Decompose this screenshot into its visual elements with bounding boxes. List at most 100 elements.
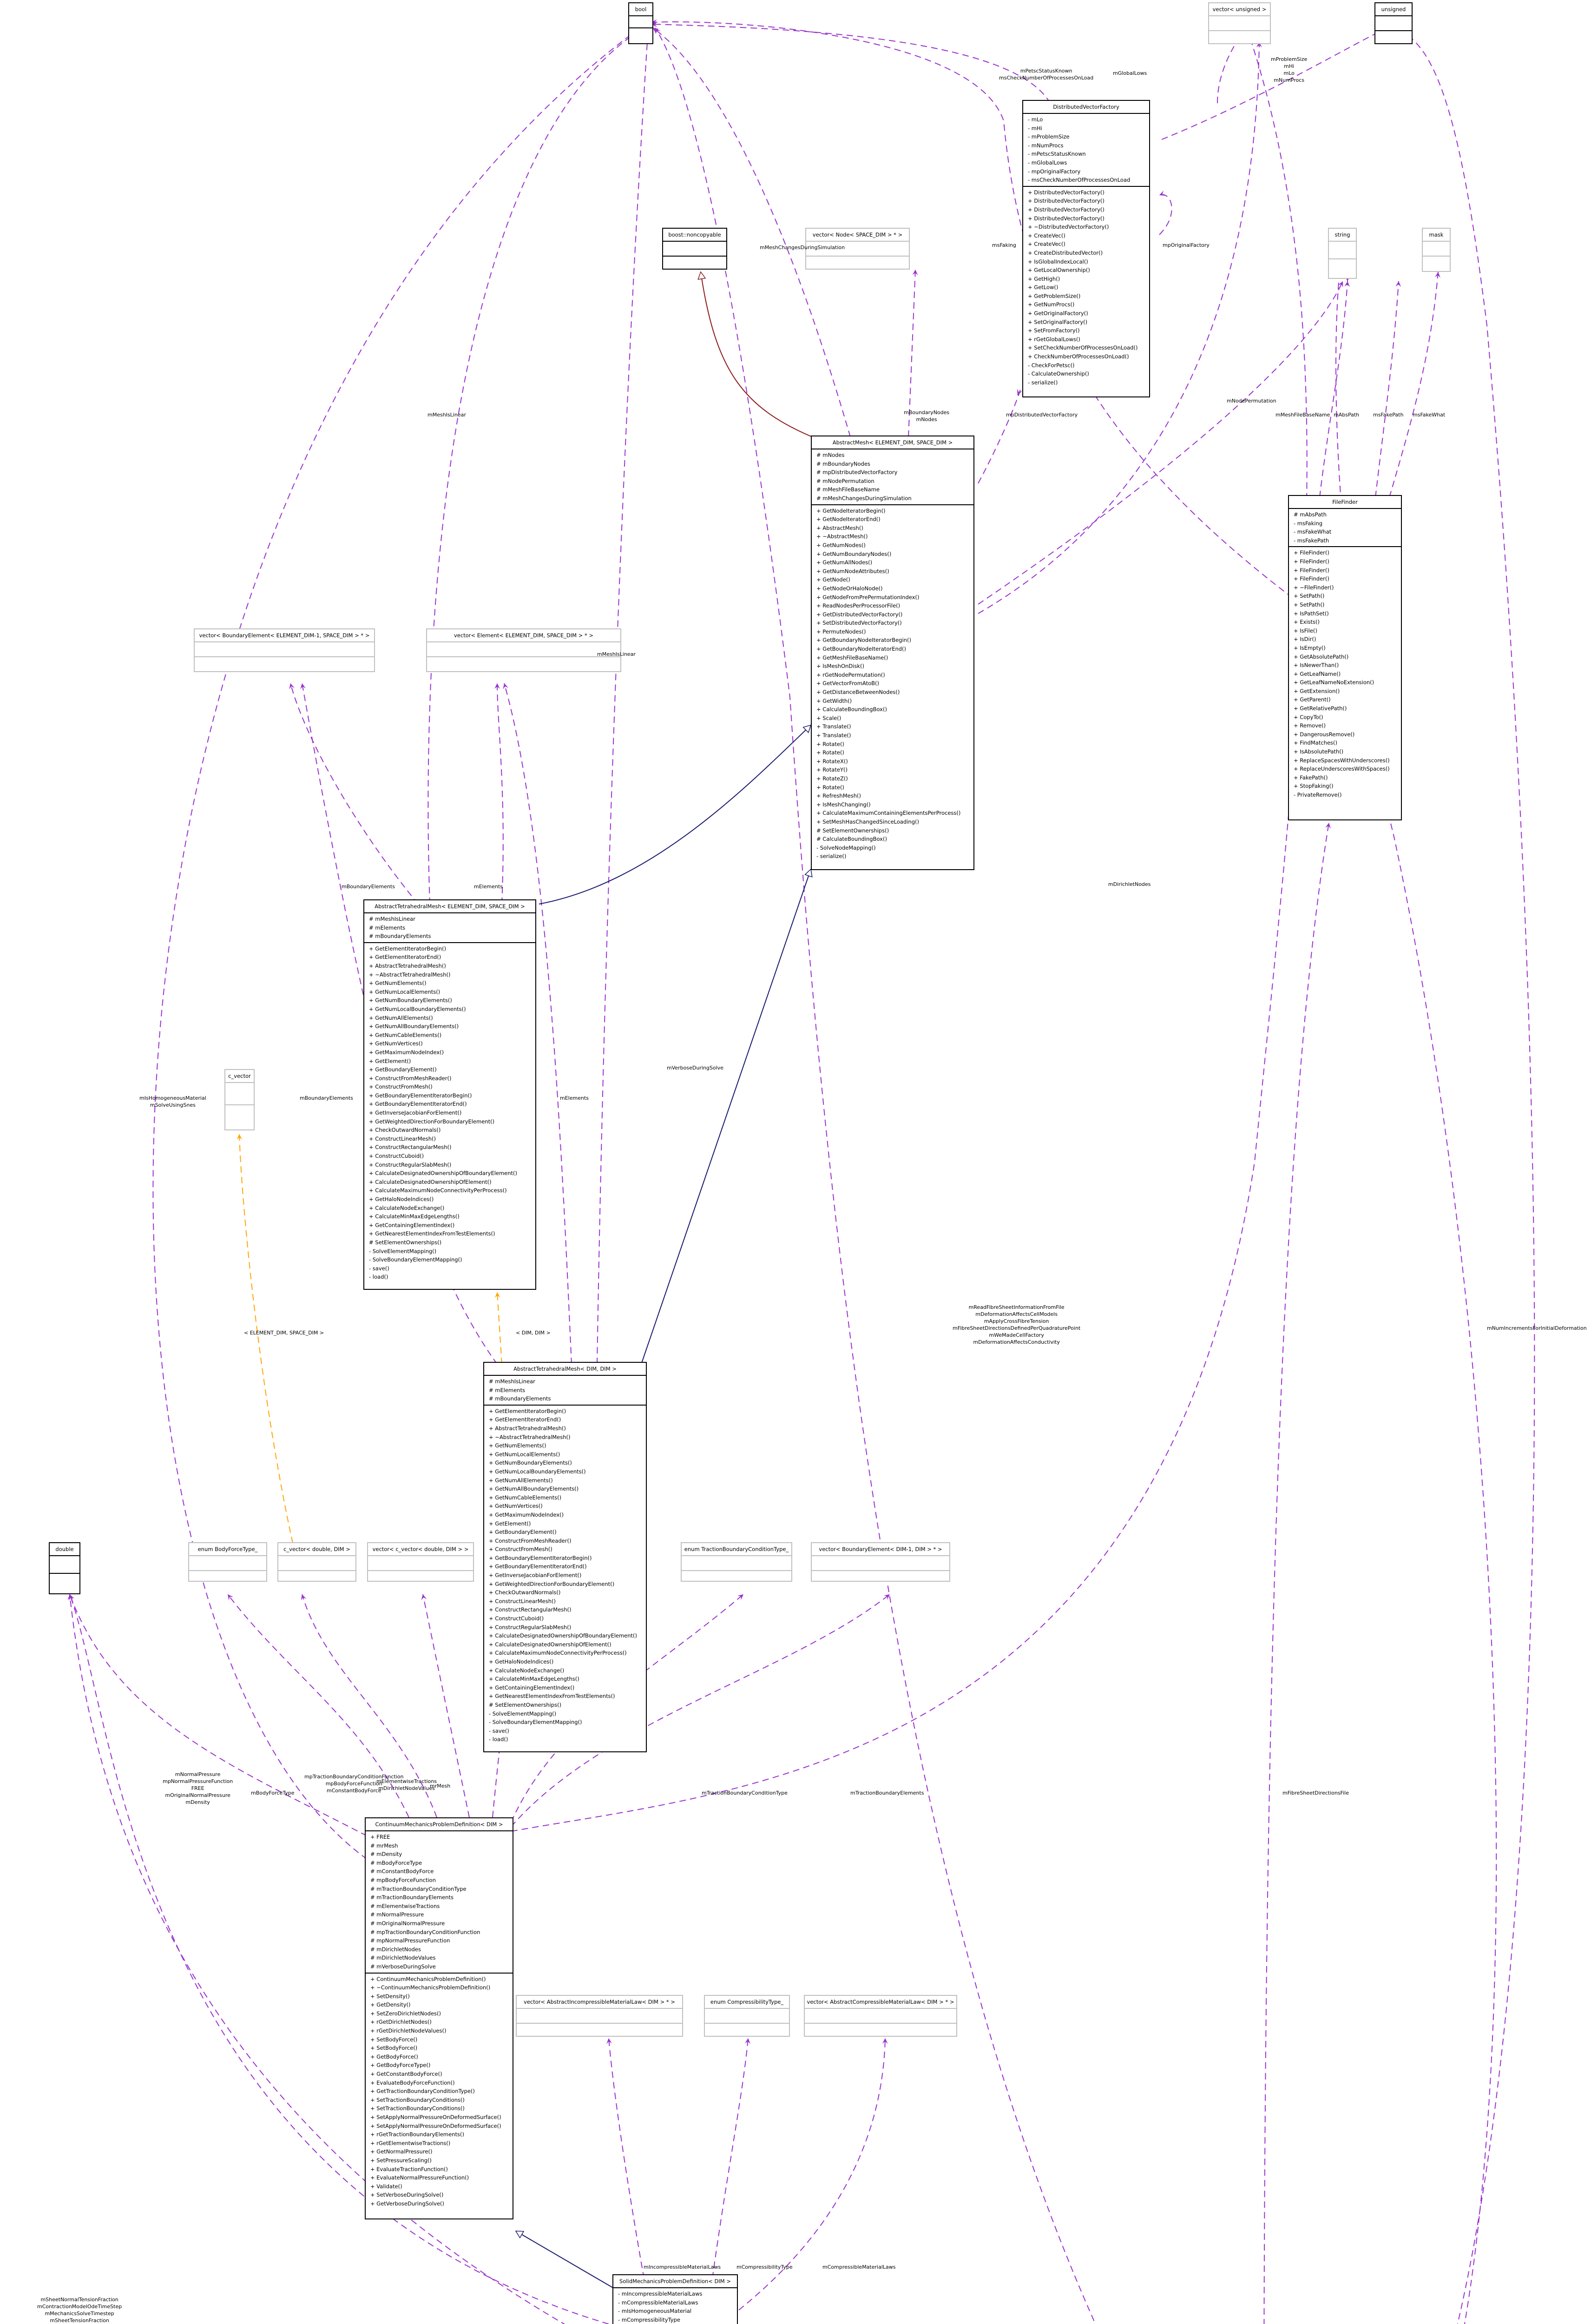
class-method: + GetVectorFromAtoB() [816,680,879,687]
class-attribute: # mElements [369,924,406,931]
methods-section [225,1105,254,1127]
edge-label: mElements [474,884,503,890]
attributes-section: - mIncompressibleMaterialLaws- mCompress… [613,2288,737,2324]
attributes-section [1209,16,1270,31]
edge-label: msFaking [992,242,1016,248]
class-method: + GetNormalPressure() [370,2148,433,2155]
class-attribute: # mBoundaryElements [489,1395,551,1402]
class-method: + GetBoundaryElement() [369,1066,437,1073]
class-method: + GetLeafName() [1294,670,1341,677]
class-attribute: # mMeshFileBaseName [816,486,880,493]
edge-label: mIsHomogeneousMaterial mSolveUsingSnes [139,1095,206,1108]
class-attribute: - mHi [1028,125,1042,132]
class-method: + IsGlobalIndexLocal() [1028,258,1088,265]
class-method: + ConstructLinearMesh() [489,1598,556,1604]
edge-label: mpOriginalFactory [1163,242,1210,248]
class-mask[interactable]: mask [1422,228,1451,272]
class-method: + ConstructLinearMesh() [369,1135,436,1142]
class-method: - load() [369,1274,388,1281]
class-method: + GetBodyForce() [370,2053,418,2060]
class-continuum-mechanics-problem-definition[interactable]: ContinuumMechanicsProblemDefinition< DIM… [365,1817,513,2219]
class-bool[interactable]: bool [628,2,653,44]
class-method: + GetNodeIteratorBegin() [816,507,886,514]
class-method: + SetMeshHasChangedSinceLoading() [816,818,919,825]
class-title: vector< AbstractCompressibleMaterialLaw<… [805,1996,956,2009]
class-vector-element[interactable]: vector< Element< ELEMENT_DIM, SPACE_DIM … [426,628,621,672]
class-vector-node[interactable]: vector< Node< SPACE_DIM > * > [805,228,910,270]
class-vector-boundary-element-dim[interactable]: vector< BoundaryElement< DIM-1, DIM > * … [811,1542,950,1582]
edge-label: mTractionBoundaryConditionType [702,1790,788,1796]
methods-section [517,2024,682,2038]
attributes-section [1329,242,1356,259]
class-string[interactable]: string [1328,228,1357,279]
class-abstract-mesh[interactable]: AbstractMesh< ELEMENT_DIM, SPACE_DIM > #… [811,436,974,870]
class-method: + CalculateMinMaxEdgeLengths() [369,1213,460,1220]
class-method: + Rotate() [816,784,844,791]
class-method: + GetNumProcs() [1028,301,1075,308]
class-method: + SetDistributedVectorFactory() [816,620,902,627]
class-method: + rGetTractionBoundaryElements() [370,2131,464,2138]
methods-section [805,2024,956,2038]
class-boost-noncopyable[interactable]: boost::noncopyable [662,228,727,270]
class-title: bool [629,3,652,16]
class-method: + DistributedVectorFactory() [1028,189,1104,196]
class-abstract-tetrahedral-mesh-dim[interactable]: AbstractTetrahedralMesh< DIM, DIM > # mM… [483,1362,647,1752]
class-unsigned[interactable]: unsigned [1374,2,1413,44]
class-vector-boundary-element[interactable]: vector< BoundaryElement< ELEMENT_DIM-1, … [194,628,375,672]
class-method: + FakePath() [1294,774,1328,781]
class-method: + RotateX() [816,758,848,765]
class-method: + CalculateMinMaxEdgeLengths() [489,1676,579,1683]
methods-section [1329,259,1356,276]
class-method: + GetLow() [1028,284,1058,291]
class-title: AbstractTetrahedralMesh< ELEMENT_DIM, SP… [364,900,535,913]
edge-label: mVerboseDuringSolve [667,1065,723,1071]
class-distributed-vector-factory[interactable]: DistributedVectorFactory - mLo- mHi- mPr… [1022,100,1150,397]
class-method: + GetNumAllBoundaryElements() [489,1486,579,1492]
class-method: + GetHaloNodeIndices() [369,1196,434,1202]
class-method: + GetNumLocalBoundaryElements() [369,1005,466,1012]
class-method: + ContinuumMechanicsProblemDefinition() [370,1975,486,1982]
class-method: + GetNumElements() [489,1442,546,1449]
class-method: + GetNumAllElements() [489,1477,553,1484]
class-attribute: # mAbsPath [1294,511,1327,518]
class-solid-mechanics-problem-definition[interactable]: SolidMechanicsProblemDefinition< DIM > -… [612,2274,738,2324]
class-abstract-tetrahedral-mesh-generic[interactable]: AbstractTetrahedralMesh< ELEMENT_DIM, SP… [363,899,536,1290]
class-vector-incompressible-material-law[interactable]: vector< AbstractIncompressibleMaterialLa… [516,1995,683,2037]
class-attribute: - msCheckNumberOfProcessesOnLoad [1028,177,1131,184]
edge-label: mBoundaryNodes mNodes [904,409,950,423]
edge-label: mrMesh [430,1783,451,1789]
methods-section [806,257,909,271]
edge-label: mGlobalLows [1113,70,1147,76]
class-enum-traction-bc-type[interactable]: enum TractionBoundaryConditionType_ [681,1542,792,1582]
class-method: + GetElementIteratorBegin() [369,945,447,952]
class-title: vector< AbstractIncompressibleMaterialLa… [517,1996,682,2009]
class-title: c_vector< double, DIM > [278,1543,355,1556]
class-method: # CalculateBoundingBox() [816,836,887,843]
class-method: + CalculateDesignatedOwnershipOfBoundary… [489,1632,638,1639]
class-attribute: - mPetscStatusKnown [1028,151,1086,158]
class-enum-body-force-type[interactable]: enum BodyForceType_ [188,1542,267,1582]
class-vector-c-vector-double-dim[interactable]: vector< c_vector< double, DIM > > [367,1542,474,1582]
class-vector-compressible-material-law[interactable]: vector< AbstractCompressibleMaterialLaw<… [804,1995,957,2037]
class-c-vector[interactable]: c_vector [224,1069,255,1130]
class-double[interactable]: double [49,1542,80,1594]
class-method: + GetWeightedDirectionForBoundaryElement… [489,1580,615,1587]
class-enum-compressibility-type[interactable]: enum CompressibilityType_ [704,1995,790,2037]
class-method: + GetNumNodeAttributes() [816,568,889,574]
class-method: # SetElementOwnerships() [816,827,889,834]
class-method: + GetNumLocalBoundaryElements() [489,1468,586,1475]
class-method: + ~DistributedVectorFactory() [1028,224,1109,231]
methods-section [663,257,726,271]
class-method: + ~ContinuumMechanicsProblemDefinition() [370,1984,491,1991]
edge-label: mElementwiseTractions mDirichletNodeValu… [376,1778,437,1791]
class-method: + GetAbsolutePath() [1294,653,1349,660]
class-vector-unsigned[interactable]: vector< unsigned > [1208,2,1271,44]
class-method: + ConstructRectangularMesh() [369,1144,452,1151]
class-attribute: - mLo [1028,116,1043,123]
class-method: + ConstructRegularSlabMesh() [369,1161,452,1168]
class-file-finder[interactable]: FileFinder # mAbsPath- msFaking- msFakeW… [1288,495,1402,820]
class-c-vector-double-dim[interactable]: c_vector< double, DIM > [277,1542,356,1582]
edge-label: mSheetNormalTensionFraction mContraction… [37,2297,122,2324]
class-method: + ConstructFromMesh() [369,1083,433,1090]
